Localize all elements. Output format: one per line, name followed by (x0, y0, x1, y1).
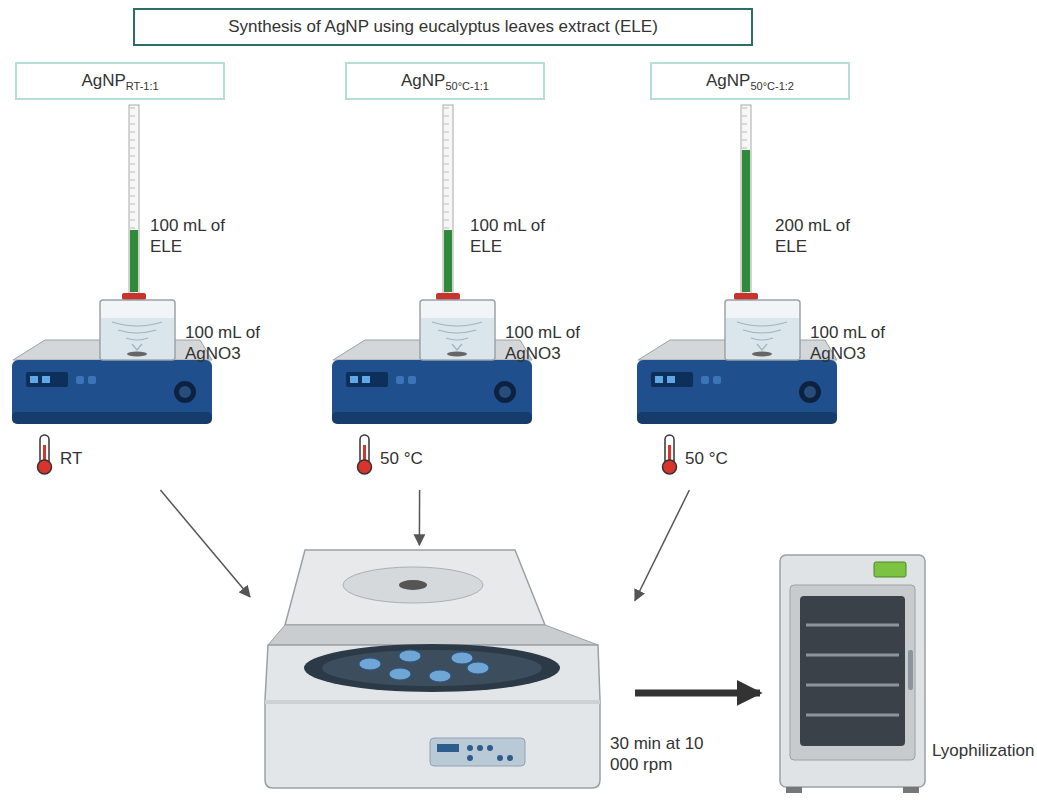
sample-header: AgNP50°C-1:1 (345, 62, 545, 100)
step-label: 100 mL of ELE (150, 215, 242, 258)
step-label: RT (60, 448, 130, 469)
lyophilizer: Lyophilization (760, 545, 1030, 800)
step-label: Lyophilization (932, 740, 1036, 761)
box-label: Synthesis of AgNP using eucalyptus leave… (228, 17, 658, 37)
flow-arrow (419, 490, 421, 545)
box-label: AgNP (81, 71, 125, 91)
synthesis-setup: 200 mL of ELE 100 mL of AgNO3 50 °C (635, 105, 955, 490)
title-box: Synthesis of AgNP using eucalyptus leave… (133, 8, 753, 46)
subscript-label: 50°C-1:1 (445, 80, 489, 92)
flow-arrow (635, 689, 760, 696)
step-label: 100 mL of ELE (470, 215, 562, 258)
subscript-label: RT-1:1 (126, 80, 159, 92)
step-label: 100 mL of AgNO3 (810, 322, 920, 365)
box-label: AgNP (706, 71, 750, 91)
subscript-label: 50°C-1:2 (750, 80, 794, 92)
step-label: 100 mL of AgNO3 (505, 322, 615, 365)
step-label: 30 min at 10 000 rpm (610, 733, 710, 776)
box-label: AgNP (401, 71, 445, 91)
sample-header: AgNP50°C-1:2 (650, 62, 850, 100)
flow-arrow (635, 490, 689, 601)
step-label: 50 °C (380, 448, 450, 469)
step-label: 100 mL of AgNO3 (185, 322, 295, 365)
centrifuge: 30 min at 10 000 rpm (250, 545, 635, 730)
step-label: 50 °C (685, 448, 755, 469)
synthesis-setup: 100 mL of ELE 100 mL of AgNO3RT (10, 105, 330, 490)
flow-arrow (160, 490, 250, 597)
step-label: 200 mL of ELE (775, 215, 867, 258)
synthesis-setup: 100 mL of ELE 100 mL of AgNO3 50 °C (330, 105, 650, 490)
sample-header: AgNPRT-1:1 (15, 62, 225, 100)
